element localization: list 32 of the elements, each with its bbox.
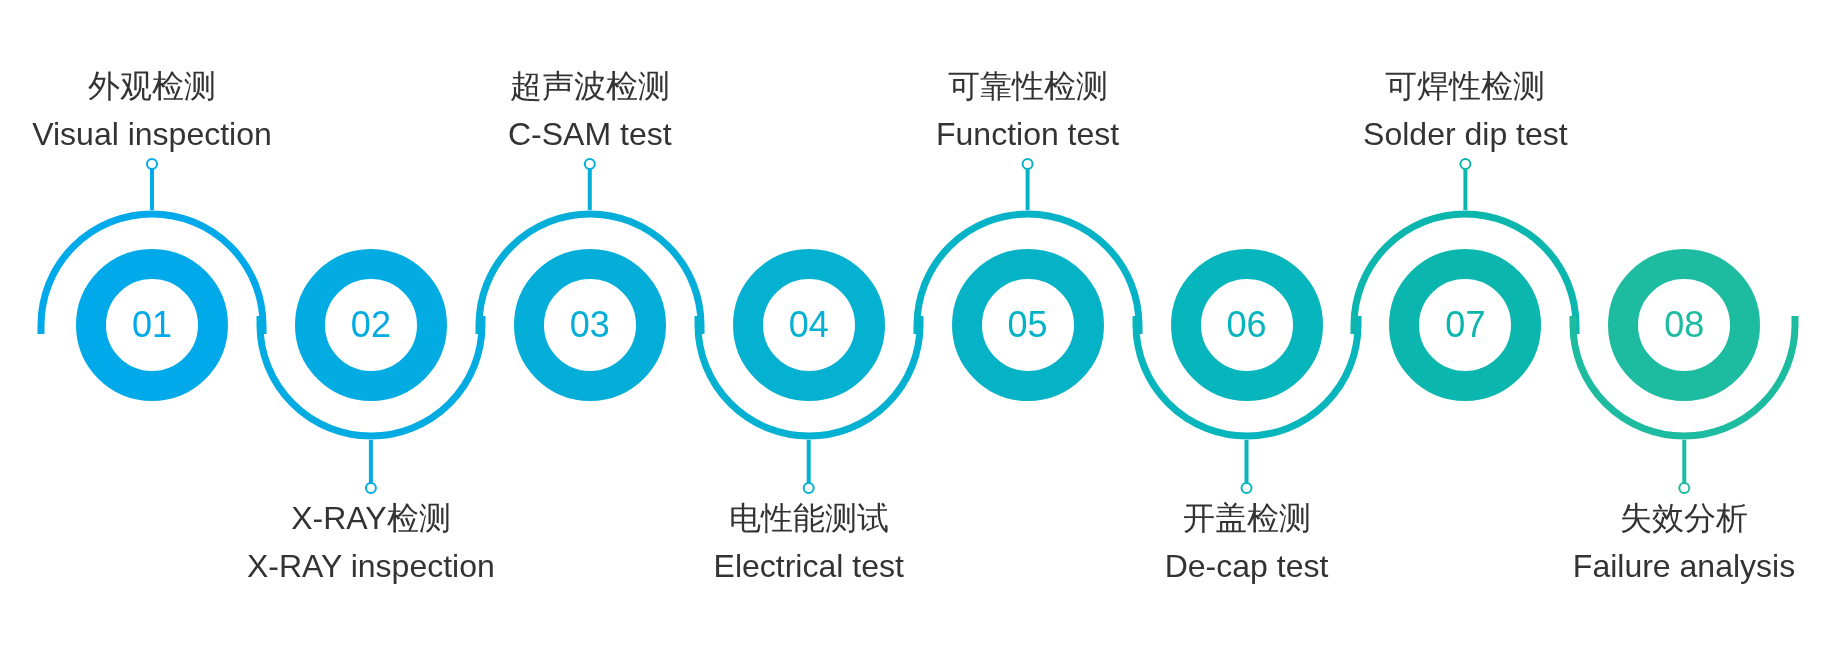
step-subtitle: X-RAY inspection bbox=[246, 547, 495, 586]
leader-line bbox=[364, 440, 377, 494]
step-number: 02 bbox=[350, 304, 391, 346]
step-number: 04 bbox=[788, 304, 829, 346]
step-title: 电性能测试 bbox=[728, 499, 889, 538]
leader-line bbox=[1459, 158, 1472, 210]
step-number: 07 bbox=[1445, 304, 1486, 346]
leader-line bbox=[583, 158, 596, 210]
step-title: 可靠性检测 bbox=[947, 67, 1108, 106]
step-subtitle: Function test bbox=[936, 115, 1120, 154]
leader-line bbox=[1678, 440, 1691, 494]
step-title: 超声波检测 bbox=[509, 67, 670, 106]
step-title: 失效分析 bbox=[1620, 499, 1748, 538]
step-title: 可焊性检测 bbox=[1385, 67, 1546, 106]
step-number: 06 bbox=[1226, 304, 1267, 346]
step-subtitle: Electrical test bbox=[713, 547, 904, 586]
step-subtitle: C-SAM test bbox=[508, 115, 672, 154]
step-number: 05 bbox=[1007, 304, 1048, 346]
step-subtitle: De-cap test bbox=[1164, 547, 1329, 586]
step-subtitle: Solder dip test bbox=[1363, 115, 1568, 154]
leader-line bbox=[146, 158, 158, 210]
leader-line bbox=[802, 440, 815, 494]
leader-line bbox=[1021, 158, 1034, 210]
step-number: 03 bbox=[569, 304, 610, 346]
step-subtitle: Visual inspection bbox=[32, 115, 272, 154]
step-title: X-RAY检测 bbox=[291, 499, 451, 538]
step-title: 外观检测 bbox=[88, 67, 216, 106]
step-subtitle: Failure analysis bbox=[1572, 547, 1796, 586]
leader-line bbox=[1240, 440, 1253, 494]
step-number: 01 bbox=[131, 304, 172, 346]
step-number: 08 bbox=[1664, 304, 1705, 346]
step-title: 开盖检测 bbox=[1182, 499, 1311, 538]
